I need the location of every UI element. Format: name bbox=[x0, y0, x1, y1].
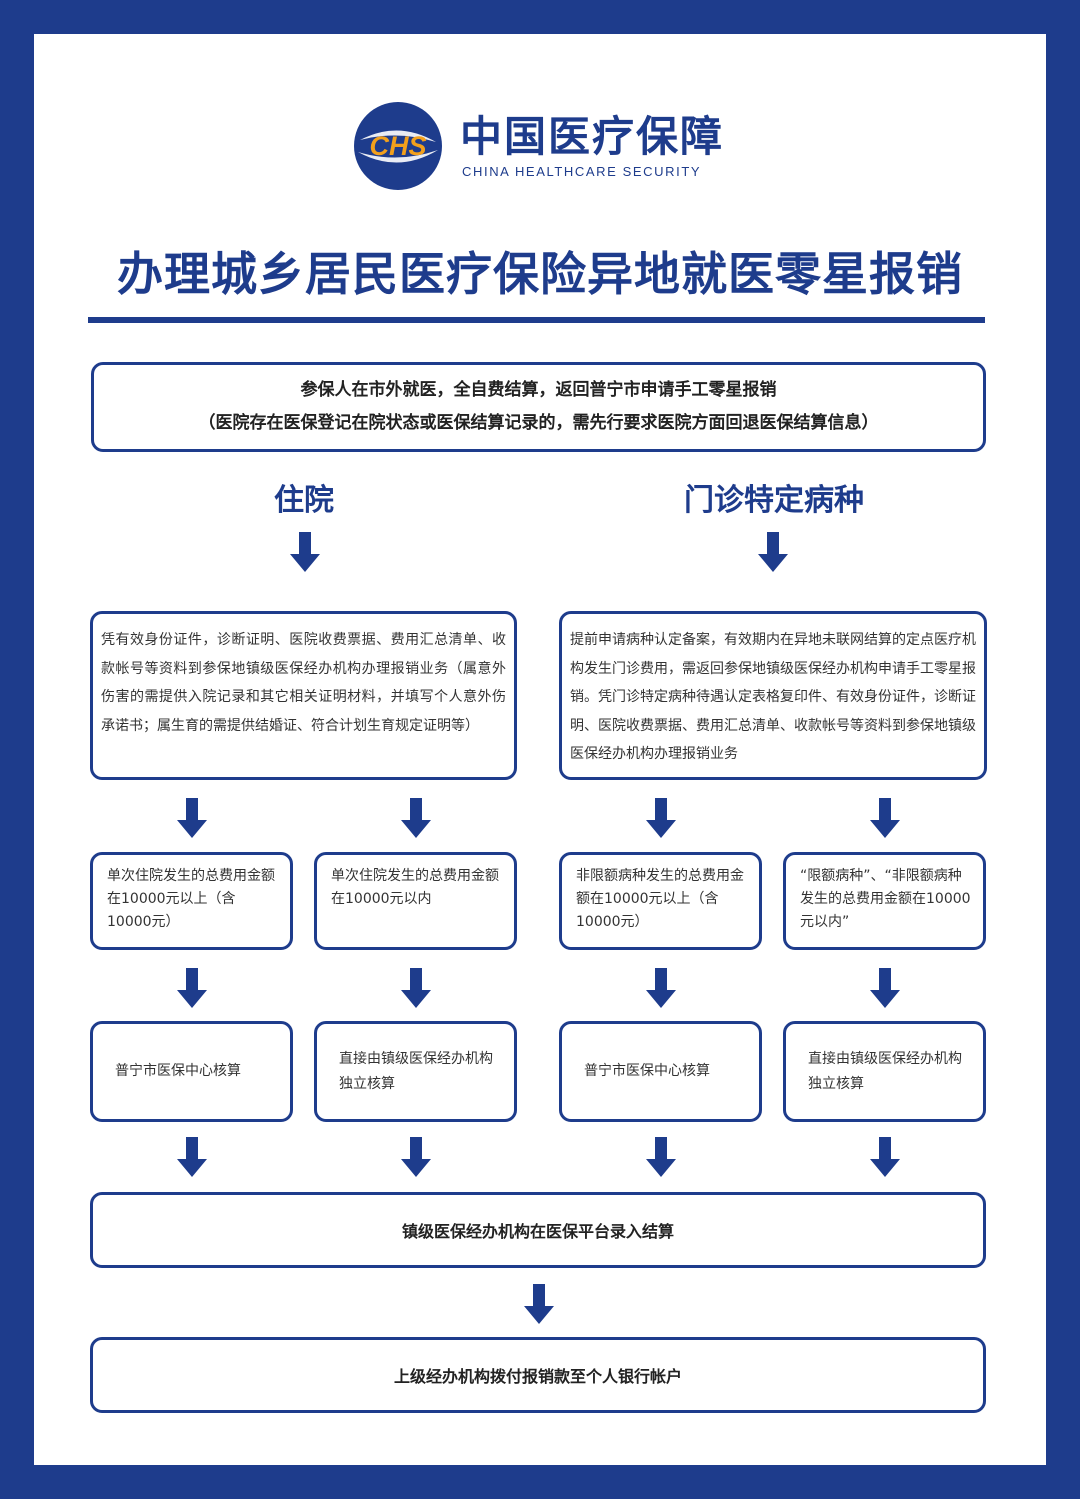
heading-inpatient: 住院 bbox=[274, 483, 334, 518]
down-arrow-icon bbox=[870, 1137, 900, 1177]
down-arrow-icon bbox=[646, 968, 676, 1008]
down-arrow-icon bbox=[646, 1137, 676, 1177]
down-arrow-icon bbox=[401, 1137, 431, 1177]
page-title: 办理城乡居民医疗保险异地就医零星报销 bbox=[117, 247, 963, 301]
poster: CHS 中国医疗保障 CHINA HEALTHCARE SECURITY 办理城… bbox=[34, 34, 1046, 1465]
inpatient-result-town-office: 直接由镇级医保经办机构独立核算 bbox=[314, 1021, 517, 1122]
intro-line-2: （医院存在医保登记在院状态或医保结算记录的，需先行要求医院方面回退医保结算信息） bbox=[198, 413, 879, 433]
inpatient-result-city-center: 普宁市医保中心核算 bbox=[90, 1021, 293, 1122]
down-arrow-icon bbox=[177, 1137, 207, 1177]
outpatient-case-under-10000: “限额病种”、“非限额病种发生的总费用金额在10000元以内” bbox=[783, 852, 986, 950]
down-arrow-icon bbox=[758, 532, 788, 572]
inpatient-requirements: 凭有效身份证件，诊断证明、医院收费票据、费用汇总清单、收款帐号等资料到参保地镇级… bbox=[90, 611, 517, 780]
down-arrow-icon bbox=[524, 1284, 554, 1324]
outpatient-result-city-center: 普宁市医保中心核算 bbox=[559, 1021, 762, 1122]
chs-logo-icon: CHS bbox=[352, 100, 444, 192]
heading-outpatient-disease: 门诊特定病种 bbox=[684, 483, 864, 518]
settlement-box: 镇级医保经办机构在医保平台录入结算 bbox=[90, 1192, 986, 1268]
down-arrow-icon bbox=[401, 798, 431, 838]
logo-subtitle: CHINA HEALTHCARE SECURITY bbox=[462, 164, 702, 179]
svg-text:CHS: CHS bbox=[369, 131, 426, 161]
result-label: 直接由镇级医保经办机构独立核算 bbox=[339, 1050, 493, 1092]
logo-name: 中国医疗保障 bbox=[460, 112, 725, 161]
down-arrow-icon bbox=[177, 968, 207, 1008]
payment-box: 上级经办机构拨付报销款至个人银行帐户 bbox=[90, 1337, 986, 1413]
result-label: 普宁市医保中心核算 bbox=[115, 1063, 241, 1079]
settlement-label: 镇级医保经办机构在医保平台录入结算 bbox=[401, 1222, 674, 1241]
down-arrow-icon bbox=[646, 798, 676, 838]
down-arrow-icon bbox=[870, 968, 900, 1008]
down-arrow-icon bbox=[290, 532, 320, 572]
payment-label: 上级经办机构拨付报销款至个人银行帐户 bbox=[393, 1367, 682, 1386]
result-label: 直接由镇级医保经办机构独立核算 bbox=[808, 1050, 962, 1092]
title-underline bbox=[88, 317, 985, 323]
inpatient-case-over-10000: 单次住院发生的总费用金额在10000元以上（含10000元） bbox=[90, 852, 293, 950]
result-label: 普宁市医保中心核算 bbox=[584, 1063, 710, 1079]
outpatient-requirements: 提前申请病种认定备案，有效期内在异地未联网结算的定点医疗机构发生门诊费用，需返回… bbox=[559, 611, 987, 780]
intro-box: 参保人在市外就医，全自费结算，返回普宁市申请手工零星报销 （医院存在医保登记在院… bbox=[91, 362, 986, 452]
outpatient-case-over-10000: 非限额病种发生的总费用金额在10000元以上（含10000元） bbox=[559, 852, 762, 950]
down-arrow-icon bbox=[401, 968, 431, 1008]
down-arrow-icon bbox=[177, 798, 207, 838]
outpatient-result-town-office: 直接由镇级医保经办机构独立核算 bbox=[783, 1021, 986, 1122]
inpatient-case-under-10000: 单次住院发生的总费用金额在10000元以内 bbox=[314, 852, 517, 950]
intro-line-1: 参保人在市外就医，全自费结算，返回普宁市申请手工零星报销 bbox=[300, 380, 777, 400]
down-arrow-icon bbox=[870, 798, 900, 838]
